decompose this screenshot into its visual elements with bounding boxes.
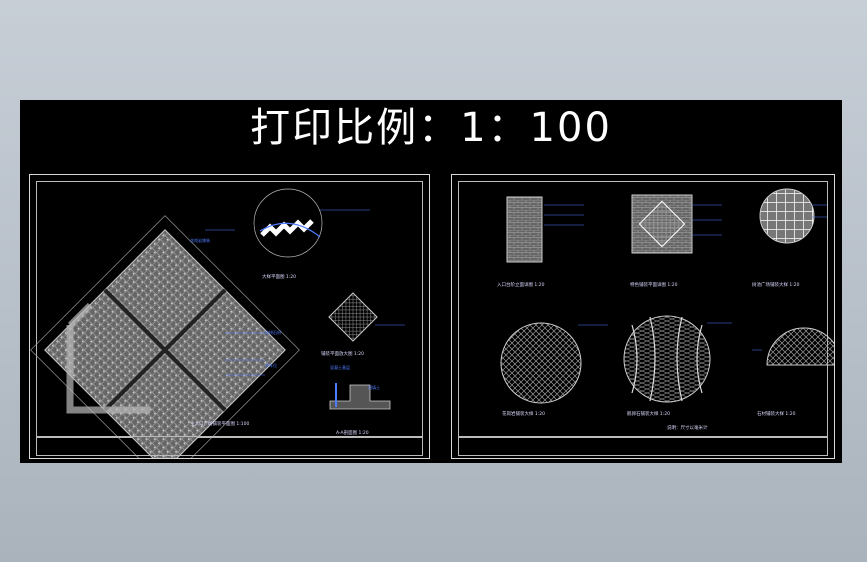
caption-main-plan: 主入口广场铺装平面图 1:100 — [190, 422, 250, 427]
caption-r5: 石材铺装大样 1:20 — [757, 412, 796, 417]
caption-r1: 特色铺装平面详图 1:20 — [630, 283, 678, 288]
label-4: 回填土 — [368, 385, 380, 390]
label-3: 混凝土基层 — [330, 365, 350, 370]
drawing-canvas[interactable]: 打印比例：1：100 — [20, 100, 842, 463]
caption-detail-plan: 大样平面图 1:20 — [262, 275, 297, 280]
caption-r2: 树池广场铺装大样 1:20 — [752, 283, 800, 288]
right-drawing-sheet: 入口台阶立面详图 1:20 特色铺装平面详图 1:20 树池广场铺装大样 1:2… — [451, 174, 835, 459]
right-sheet-graphics — [500, 188, 834, 404]
label-0: 花岗岩铺装 — [190, 238, 210, 243]
caption-r3: 花岗岩铺装大样 1:20 — [502, 412, 546, 417]
left-title-block — [36, 436, 423, 456]
right-sheet-border — [458, 181, 828, 438]
caption-section: A-A剖面图 1:20 — [336, 431, 369, 436]
left-sheet-border — [36, 181, 423, 438]
caption-r4: 鹅卵石铺装大样 1:20 — [627, 412, 671, 417]
left-sheet-graphics — [30, 188, 405, 458]
sheet-note: 说明：尺寸以毫米计 — [667, 426, 708, 431]
print-scale-title: 打印比例：1：100 — [250, 105, 612, 151]
caption-enlarged-plan: 铺装平面放大图 1:20 — [321, 352, 365, 357]
label-1: 碎拼石材 — [265, 330, 281, 335]
caption-r0: 入口台阶立面详图 1:20 — [497, 283, 545, 288]
left-drawing-sheet: 主入口广场铺装平面图 1:100 大样平面图 1:20 铺装平面放大图 1:20… — [29, 174, 430, 459]
label-2: 停车位 — [265, 363, 277, 368]
right-title-block — [458, 436, 828, 456]
